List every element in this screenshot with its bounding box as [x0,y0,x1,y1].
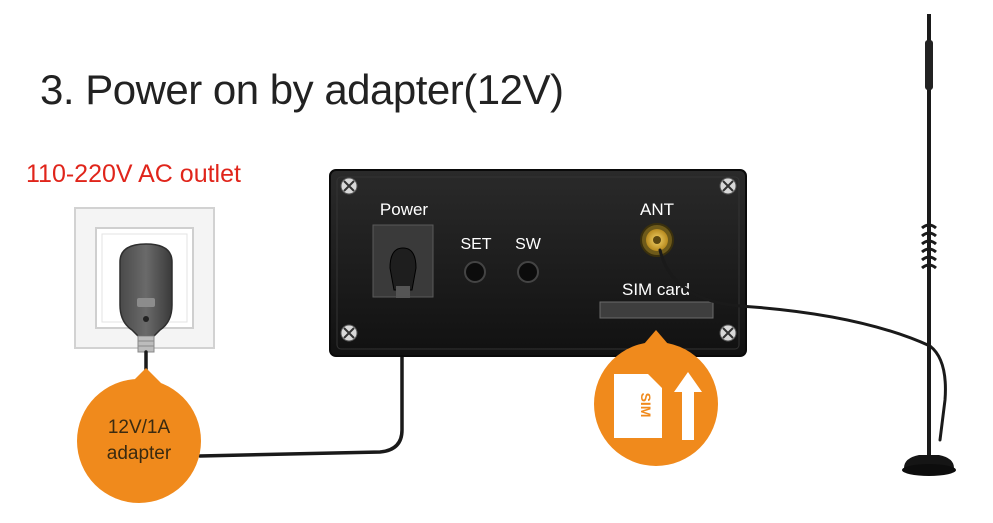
sim-icon-text: SIM [638,393,654,418]
power-port [372,224,434,298]
screw-icon [340,177,358,195]
power-port-label: Power [380,200,429,219]
antenna-port-label: ANT [640,200,674,219]
antenna-cable [658,248,947,442]
sim-card-label: SIM card [622,280,690,299]
set-button-label: SET [460,236,491,253]
outlet-voltage-label: 110-220V AC outlet [26,160,241,188]
sw-button-label: SW [515,236,542,253]
sim-card-slot[interactable] [599,301,714,319]
sw-button[interactable] [517,261,539,283]
screw-icon [719,177,737,195]
page-title: 3. Power on by adapter(12V) [40,66,564,113]
antenna-connector [640,223,674,257]
arrow-up-icon [674,372,702,440]
wall-outlet [74,207,215,349]
adapter-badge-line2: adapter [107,443,172,464]
set-button[interactable] [464,261,486,283]
adapter-badge-line1: 12V/1A [108,417,171,438]
adapter-badge: 12V/1A adapter [77,368,201,503]
sim-card-icon: SIM [614,374,662,438]
screw-icon [340,324,358,342]
power-adapter-plug [119,243,173,353]
sim-insert-badge: SIM [594,330,718,466]
antenna [902,14,956,476]
screw-icon [719,324,737,342]
